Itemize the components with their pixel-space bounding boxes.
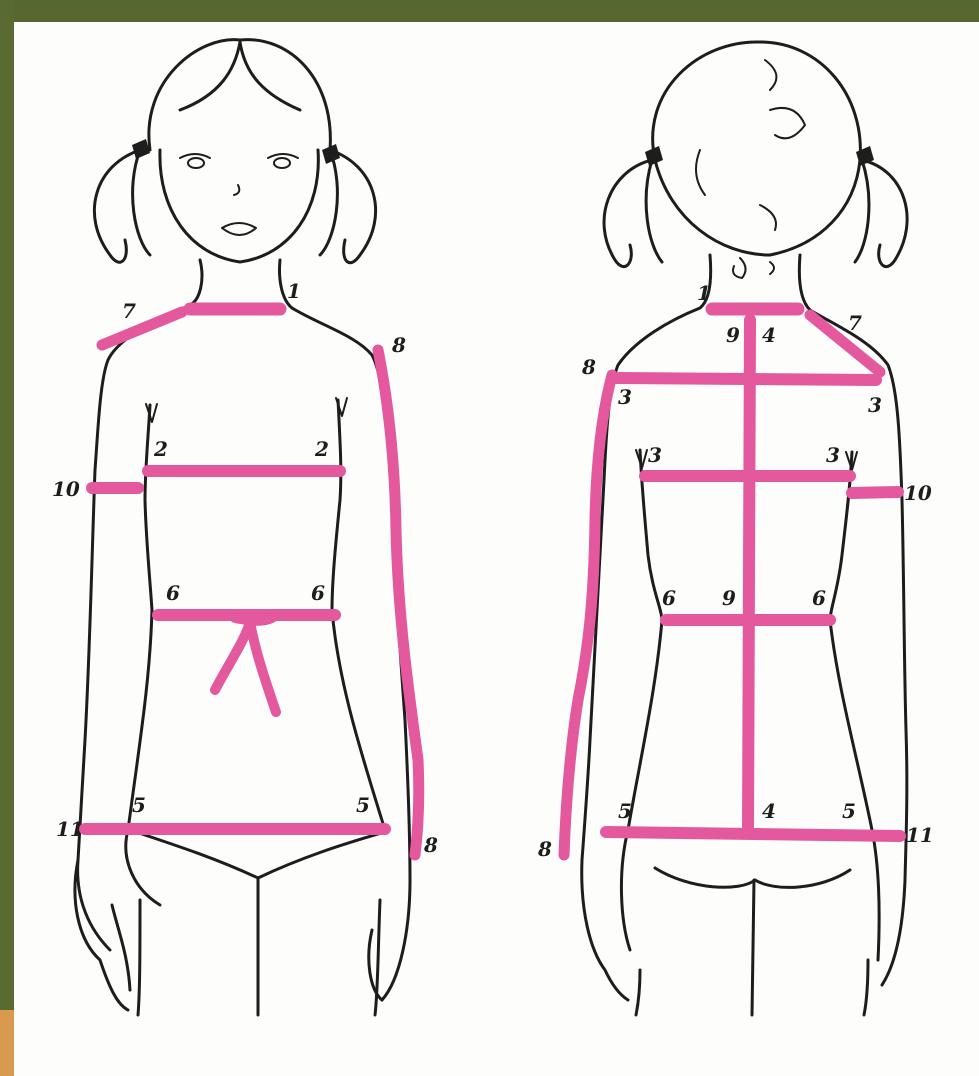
back-figure: 1 9 4 7 8 3 3 3 3 10 6 9 6 5 4 5 11 8 [537,42,934,1015]
back-label-upper-arm: 10 [904,481,932,505]
back-label-length-a: 9 [726,323,740,347]
front-label-arm-length-top: 8 [391,333,406,357]
back-label-waist-left: 6 [662,586,676,610]
back-label-arm-length-bottom: 8 [537,837,552,861]
front-waist-bow [215,616,276,712]
back-label-hips-left: 5 [618,799,632,823]
front-arm-length-line [378,350,419,855]
back-label-width-right: 3 [868,393,882,417]
back-label-hips-center: 4 [762,799,776,823]
front-body [75,305,410,1015]
back-label-chest-right: 3 [826,443,840,467]
back-label-hip-line: 11 [906,823,934,847]
back-length-line [748,320,750,828]
back-label-width-left: 3 [618,385,632,409]
front-label-chest-left: 2 [153,437,168,461]
back-label-shoulder: 7 [848,311,862,335]
front-label-hips-right: 5 [356,793,370,817]
front-label-hips-left: 5 [132,793,146,817]
front-figure: 1 7 8 2 2 10 6 6 5 5 11 8 [52,40,438,1015]
front-label-shoulder: 7 [122,299,136,323]
back-label-neck: 1 [697,281,711,305]
front-label-neck: 1 [287,279,301,303]
frame-left [0,0,14,1076]
back-measurements [564,309,900,855]
back-label-hips-right: 5 [842,799,856,823]
front-label-waist-left: 6 [166,581,180,605]
front-label-hip-line: 11 [56,817,84,841]
measurement-diagram: 1 7 8 2 2 10 6 6 5 5 11 8 [14,22,979,1076]
back-upper-arm-line [852,492,898,493]
frame-top [0,0,979,22]
back-head [604,42,907,310]
back-label-chest-left: 3 [648,443,662,467]
back-hip-line [606,832,900,836]
front-label-arm-length-bottom: 8 [423,833,438,857]
front-head [94,40,375,308]
front-label-waist-right: 6 [311,581,325,605]
back-shoulder-line [810,315,880,372]
front-shoulder-line [102,312,182,345]
back-label-waist-center: 9 [722,586,736,610]
back-label-arm-length-top: 8 [581,355,596,379]
back-label-waist-right: 6 [812,586,826,610]
back-label-length-b: 4 [762,323,776,347]
front-label-chest-right: 2 [314,437,329,461]
front-label-upper-arm: 10 [52,477,80,501]
paper: 1 7 8 2 2 10 6 6 5 5 11 8 [14,22,979,1076]
